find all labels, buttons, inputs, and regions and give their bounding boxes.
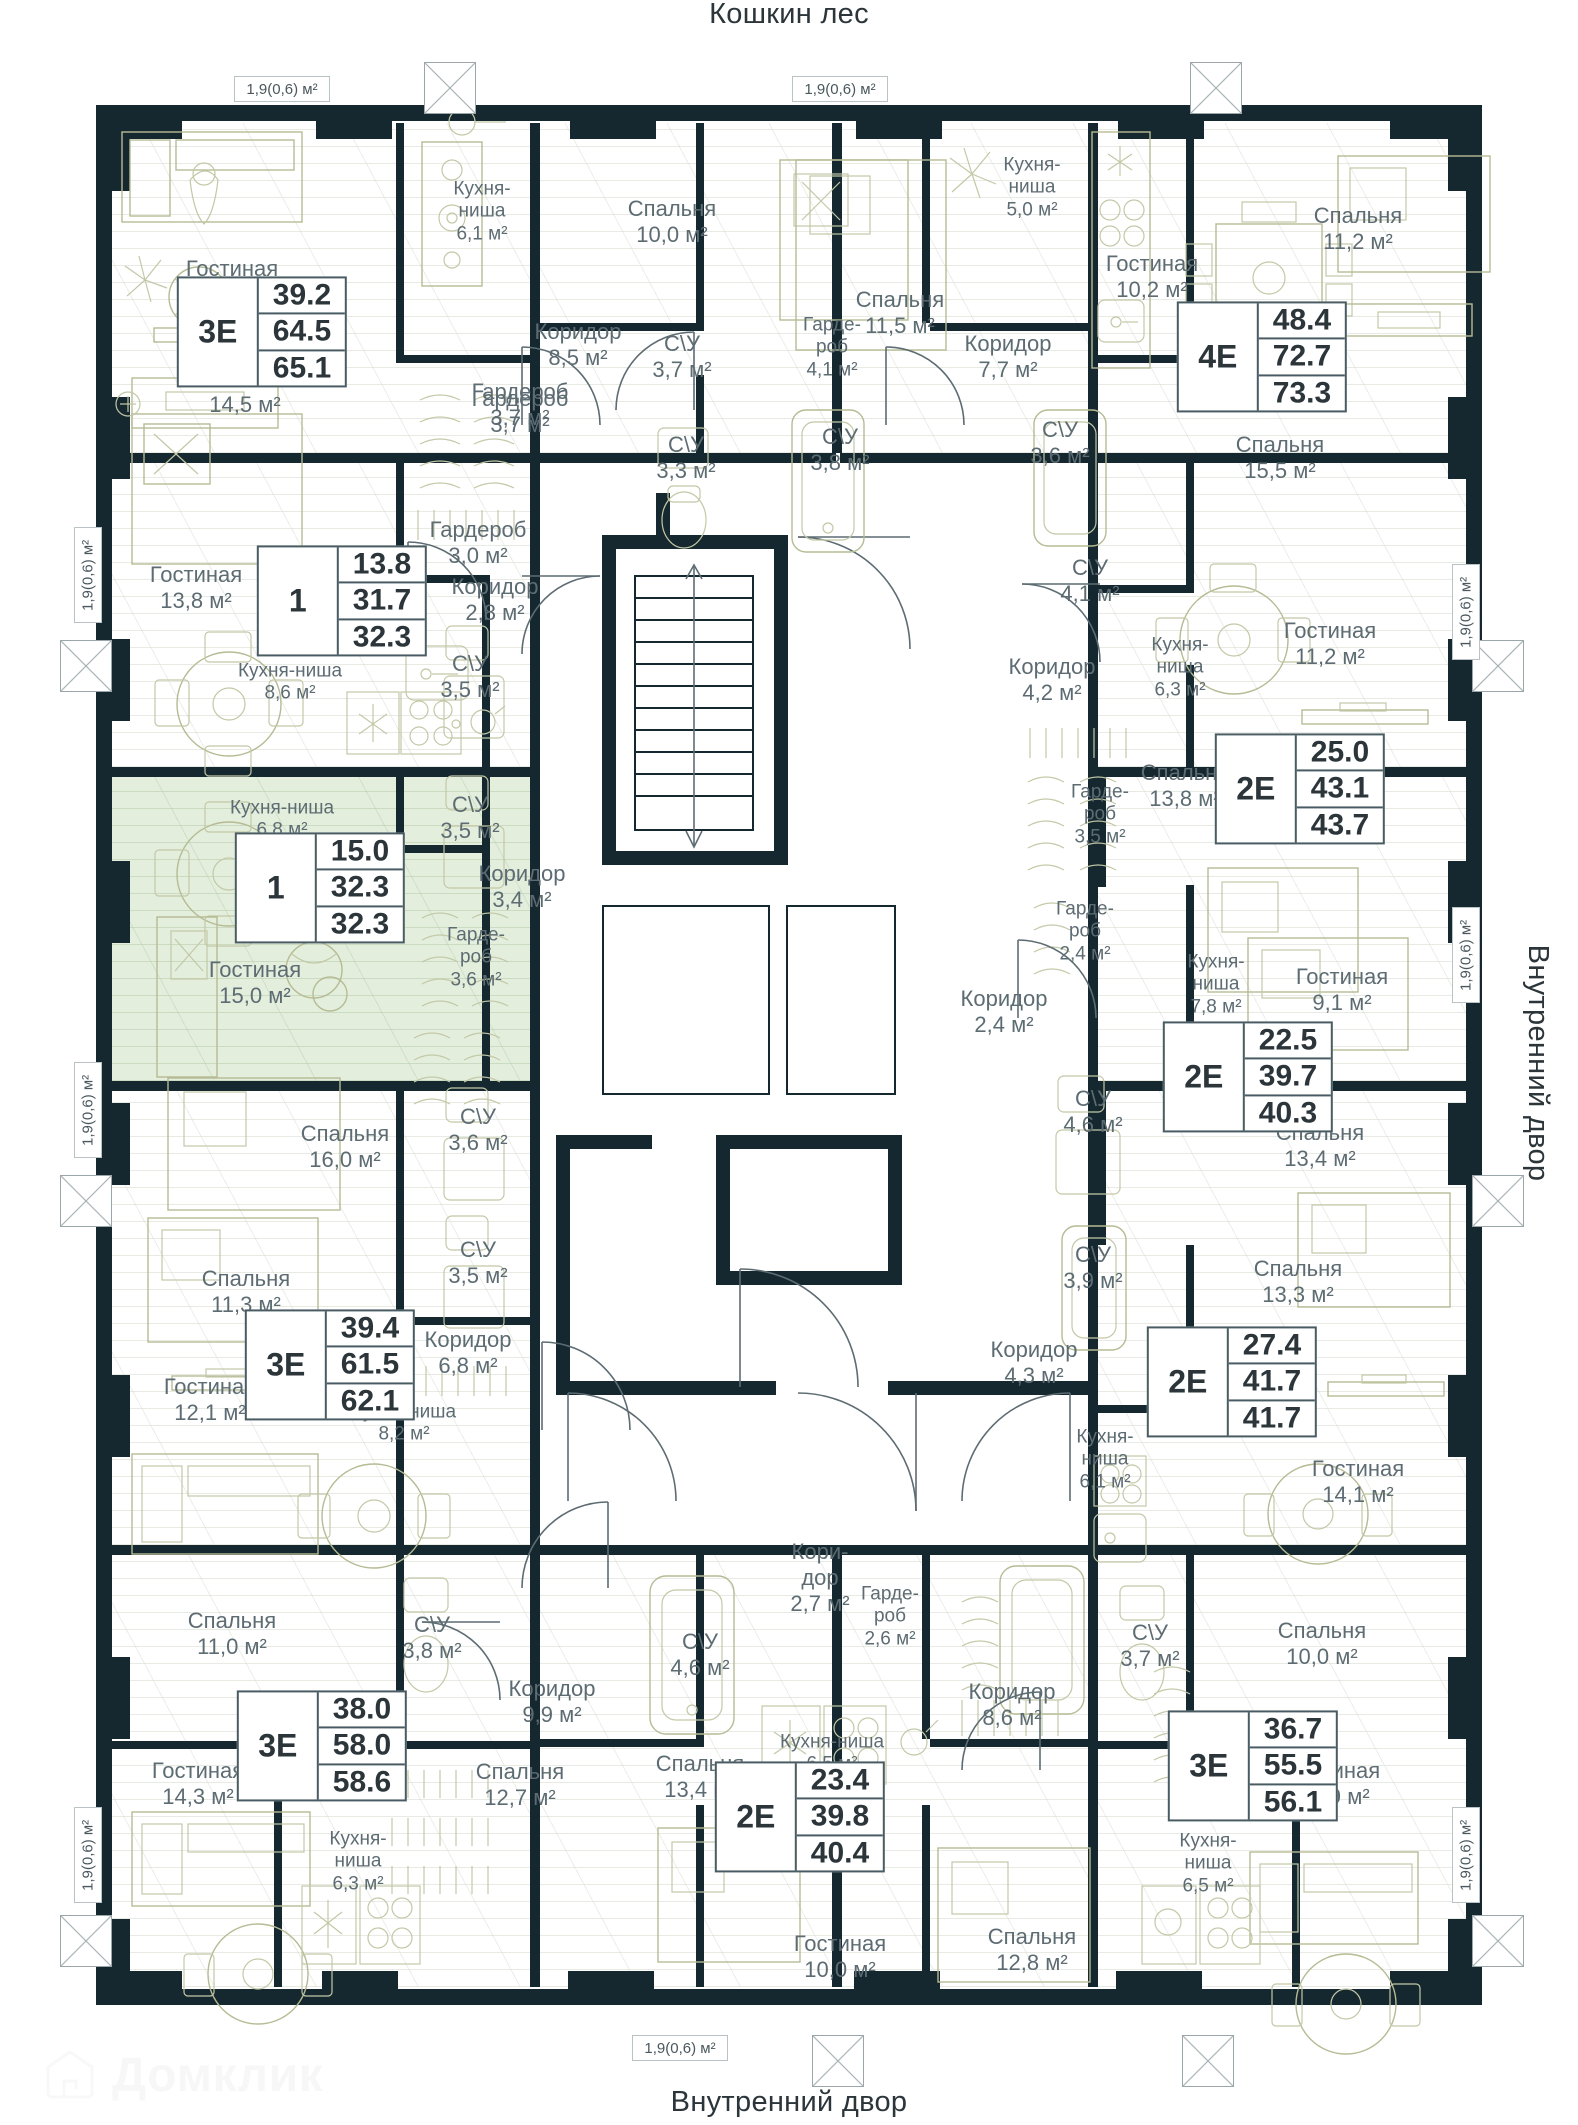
apartment-area-value: 32.3 <box>352 620 412 654</box>
apartment-area-value: 39.7 <box>1244 1060 1332 1097</box>
apartment-type: 1 <box>237 834 317 942</box>
apartment-type: 3Е <box>247 1311 327 1419</box>
apartment-area-value: 40.3 <box>1258 1096 1318 1130</box>
apartment-north-center-right[interactable] <box>840 123 1090 453</box>
service-shaft-panel <box>60 1175 112 1227</box>
apartment-area-value: 39.4 <box>326 1311 414 1348</box>
watermark: Домклик <box>42 2047 323 2103</box>
service-shaft-panel <box>60 640 112 692</box>
loggia-area-tag: 1,9(0,6) м² <box>74 527 102 623</box>
apartment-area-value: 39.8 <box>796 1800 884 1837</box>
service-shaft-panel <box>424 62 476 114</box>
loggia-area-tag: 1,9(0,6) м² <box>234 76 330 102</box>
apartment-area-value: 23.4 <box>796 1763 884 1800</box>
apartment-area-value: 13.8 <box>338 547 426 584</box>
loggia-area-tag: 1,9(0,6) м² <box>74 1807 102 1903</box>
apartment-area-value: 58.0 <box>318 1729 406 1766</box>
apartment-area-value: 15.0 <box>316 834 404 871</box>
apartment-type: 3Е <box>179 278 259 386</box>
elevator-shaft-2 <box>786 905 896 1095</box>
apartment-area-value: 55.5 <box>1249 1749 1337 1786</box>
service-shaft-panel <box>1472 640 1524 692</box>
apartment-area-value: 41.7 <box>1228 1365 1316 1402</box>
loggia-area-tag: 1,9(0,6) м² <box>1452 564 1480 660</box>
apartment-area-value: 43.1 <box>1296 772 1384 809</box>
edge-label-north: Кошкин лес <box>709 0 869 30</box>
service-shaft-panel <box>812 2035 864 2087</box>
elevator-shaft-1 <box>602 905 770 1095</box>
apartment-2e-east-upper[interactable] <box>1094 457 1466 767</box>
apartment-type: 3Е <box>239 1692 319 1800</box>
apartment-area-value: 40.4 <box>810 1836 870 1870</box>
apartment-type: 2Е <box>1149 1328 1229 1436</box>
loggia-area-tag: 1,9(0,6) м² <box>632 2035 728 2061</box>
edge-label-south: Внутренний двор <box>670 2086 908 2118</box>
service-shaft-panel <box>60 1915 112 1967</box>
apartment-area-value: 65.1 <box>272 351 332 385</box>
apartment-2e-east-lower[interactable] <box>1094 1085 1466 1545</box>
service-shaft-panel <box>1182 2035 1234 2087</box>
apartment-area-value: 61.5 <box>326 1348 414 1385</box>
apartment-area-value: 31.7 <box>338 584 426 621</box>
house-icon <box>46 2050 94 2099</box>
apartment-area-value: 48.4 <box>1258 303 1346 340</box>
edge-label-east: Внутренний двор <box>1522 944 1555 1181</box>
apartment-area-value: 36.7 <box>1249 1712 1337 1749</box>
apartment-area-value: 58.6 <box>332 1765 392 1799</box>
apartment-type: 3Е <box>1170 1712 1250 1820</box>
apartment-type: 1 <box>259 547 339 655</box>
apartment-area-value: 43.7 <box>1310 808 1370 842</box>
apartment-area-value: 25.0 <box>1296 735 1384 772</box>
apartment-area-value: 22.5 <box>1244 1023 1332 1060</box>
apartment-type: 2Е <box>1217 735 1297 843</box>
loggia-area-tag: 1,9(0,6) м² <box>792 76 888 102</box>
loggia-area-tag: 1,9(0,6) м² <box>1452 1807 1480 1903</box>
service-shaft-panel <box>1472 1915 1524 1967</box>
watermark-text: Домклик <box>112 2048 324 2102</box>
service-shaft-panel <box>1472 1175 1524 1227</box>
service-shaft-panel <box>1190 62 1242 114</box>
apartment-area-value: 73.3 <box>1272 376 1332 410</box>
apartment-type: 2Е <box>717 1763 797 1871</box>
apartment-north-center-left[interactable] <box>536 123 836 453</box>
apartment-area-value: 62.1 <box>340 1384 400 1418</box>
apartment-area-value: 39.2 <box>258 278 346 315</box>
apartment-area-value: 32.3 <box>316 871 404 908</box>
apartment-type: 4Е <box>1179 303 1259 411</box>
apartment-type: 2Е <box>1165 1023 1245 1131</box>
loggia-area-tag: 1,9(0,6) м² <box>74 1062 102 1158</box>
apartment-area-value: 38.0 <box>318 1692 406 1729</box>
apartment-area-value: 64.5 <box>258 315 346 352</box>
apartment-area-value: 27.4 <box>1228 1328 1316 1365</box>
loggia-area-tag: 1,9(0,6) м² <box>1452 907 1480 1003</box>
apartment-area-value: 32.3 <box>330 907 390 941</box>
apartment-area-value: 41.7 <box>1242 1401 1302 1435</box>
apartment-area-value: 56.1 <box>1263 1785 1323 1819</box>
apartment-area-value: 72.7 <box>1258 340 1346 377</box>
